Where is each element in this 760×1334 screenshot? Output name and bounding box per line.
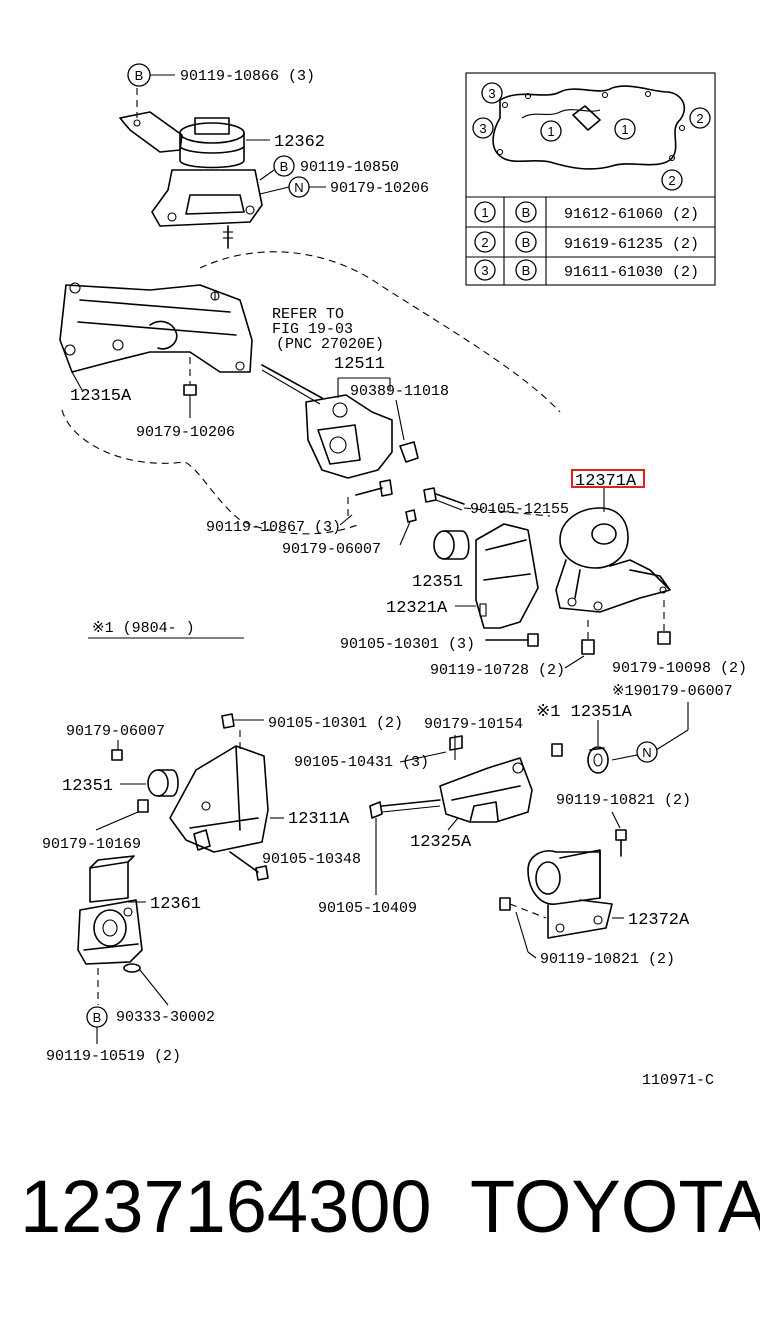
label-90105-12155: 90105-12155 bbox=[470, 501, 569, 518]
bushing-12351A bbox=[587, 746, 609, 774]
svg-text:B: B bbox=[135, 68, 144, 83]
refer-note: REFER TO FIG 19-03 (PNC 27020E) bbox=[272, 306, 384, 353]
label-90105-10301-a: 90105-10301 (3) bbox=[340, 636, 475, 653]
label-12511: 12511 bbox=[334, 355, 385, 374]
inset-marker-1-left: 1 bbox=[540, 120, 562, 142]
note-1: ※1 (9804- ) bbox=[92, 620, 195, 637]
svg-text:91619-61235 (2): 91619-61235 (2) bbox=[564, 236, 699, 253]
timing-cover-outline bbox=[492, 85, 686, 170]
label-12311A: 12311A bbox=[288, 810, 350, 829]
marker-n-lower: N bbox=[636, 741, 658, 763]
label-90119-10821-a: 90119-10821 (2) bbox=[556, 792, 691, 809]
marker-b-lower: B bbox=[86, 1006, 108, 1028]
svg-text:2: 2 bbox=[696, 111, 703, 126]
label-90179-10154: 90179-10154 bbox=[424, 716, 523, 733]
label-90119-10821-b: 90119-10821 (2) bbox=[540, 951, 675, 968]
label-90179-10206: 90179-10206 bbox=[136, 424, 235, 441]
svg-text:2: 2 bbox=[668, 173, 675, 188]
svg-text:2: 2 bbox=[481, 235, 488, 250]
label-90179-10206-top: 90179-10206 bbox=[330, 180, 429, 197]
label-90179-06007-a: 90179-06007 bbox=[282, 541, 381, 558]
svg-text:B: B bbox=[522, 263, 531, 278]
label-90105-10431: 90105-10431 (3) bbox=[294, 754, 429, 771]
svg-text:1: 1 bbox=[621, 122, 628, 137]
marker-b-top: B bbox=[127, 63, 151, 87]
inset-marker-3-left: 3 bbox=[472, 117, 494, 139]
ring-90333-30002 bbox=[123, 963, 141, 973]
label-90179-10098: 90179-10098 (2) bbox=[612, 660, 747, 677]
label-90333-30002: 90333-30002 bbox=[116, 1009, 215, 1026]
label-90119-10728: 90119-10728 (2) bbox=[430, 662, 565, 679]
svg-text:3: 3 bbox=[479, 121, 486, 136]
inset-marker-3-top: 3 bbox=[481, 82, 503, 104]
label-12351-a: 12351 bbox=[412, 573, 463, 592]
highlight-box bbox=[571, 469, 645, 488]
bushing-12351-a bbox=[433, 530, 470, 560]
legend-table: 3 3 1 1 2 2 1 B 91612-61060 (2) bbox=[465, 72, 716, 286]
legend-row-3: 3 B 91611-61030 (2) bbox=[474, 259, 699, 281]
svg-text:3: 3 bbox=[481, 263, 488, 278]
label-12371A: 12371A bbox=[575, 472, 637, 491]
svg-text:1: 1 bbox=[547, 124, 554, 139]
svg-text:B: B bbox=[93, 1010, 102, 1025]
label-12325A: 12325A bbox=[410, 833, 472, 852]
bushing-12351-b bbox=[147, 769, 179, 797]
svg-text:N: N bbox=[294, 180, 303, 195]
inset-marker-1-right: 1 bbox=[614, 118, 636, 140]
parts-diagram: 3 3 1 1 2 2 1 B 91612-61060 (2) bbox=[42, 63, 747, 1089]
marker-n-top: N bbox=[288, 176, 310, 198]
svg-text:B: B bbox=[522, 205, 531, 220]
bracket-12315A bbox=[59, 282, 253, 373]
label-90179-10169: 90179-10169 bbox=[42, 836, 141, 853]
bracket-12325A bbox=[439, 757, 533, 823]
figure-code: 110971-C bbox=[642, 1072, 714, 1089]
label-90119-10867: 90119-10867 (3) bbox=[206, 519, 341, 536]
legend-row-2: 2 B 91619-61235 (2) bbox=[474, 231, 699, 253]
inset-marker-2-bottom: 2 bbox=[661, 169, 683, 191]
svg-text:B: B bbox=[280, 159, 289, 174]
bracket-12321A bbox=[475, 523, 539, 629]
label-90119-10519: 90119-10519 (2) bbox=[46, 1048, 181, 1065]
mount-12361 bbox=[77, 855, 143, 965]
svg-text:N: N bbox=[642, 745, 651, 760]
mount-12362 bbox=[119, 111, 263, 249]
bracket-12311A bbox=[169, 745, 269, 853]
svg-text:91612-61060 (2): 91612-61060 (2) bbox=[564, 206, 699, 223]
label-12351-b: 12351 bbox=[62, 777, 113, 796]
label-90105-10409: 90105-10409 bbox=[318, 900, 417, 917]
svg-text:B: B bbox=[522, 235, 531, 250]
footer: 1237164300 TOYOTA bbox=[0, 1170, 760, 1290]
label-12361: 12361 bbox=[150, 895, 201, 914]
mount-12372A bbox=[527, 849, 613, 939]
label-12351A: ※1 12351A bbox=[536, 703, 633, 722]
bracket-12511 bbox=[305, 394, 393, 479]
label-90105-10348: 90105-10348 bbox=[262, 851, 361, 868]
label-12362: 12362 bbox=[274, 133, 325, 152]
label-90105-10301-b: 90105-10301 (2) bbox=[268, 715, 403, 732]
svg-text:91611-61030 (2): 91611-61030 (2) bbox=[564, 264, 699, 281]
mount-12371A bbox=[555, 507, 671, 613]
brand-name: TOYOTA bbox=[470, 1165, 760, 1248]
label-12372A: 12372A bbox=[628, 911, 690, 930]
svg-text:FIG 19-03: FIG 19-03 bbox=[272, 321, 353, 338]
svg-text:3: 3 bbox=[488, 86, 495, 101]
label-12321A: 12321A bbox=[386, 599, 448, 618]
svg-text:1: 1 bbox=[481, 205, 488, 220]
svg-text:(PNC 27020E): (PNC 27020E) bbox=[276, 336, 384, 353]
label-12315A: 12315A bbox=[70, 387, 132, 406]
label-90389-11018: 90389-11018 bbox=[350, 383, 449, 400]
label-90119-10866: 90119-10866 (3) bbox=[180, 68, 315, 85]
legend-row-1: 1 B 91612-61060 (2) bbox=[474, 201, 699, 223]
label-190179-06007: ※190179-06007 bbox=[612, 683, 733, 700]
svg-text:REFER TO: REFER TO bbox=[272, 306, 344, 323]
label-90119-10850: 90119-10850 bbox=[300, 159, 399, 176]
marker-b-mid: B bbox=[273, 155, 295, 177]
label-90179-06007-b: 90179-06007 bbox=[66, 723, 165, 740]
inset-marker-2-right: 2 bbox=[689, 107, 711, 129]
part-number: 1237164300 bbox=[20, 1165, 432, 1248]
